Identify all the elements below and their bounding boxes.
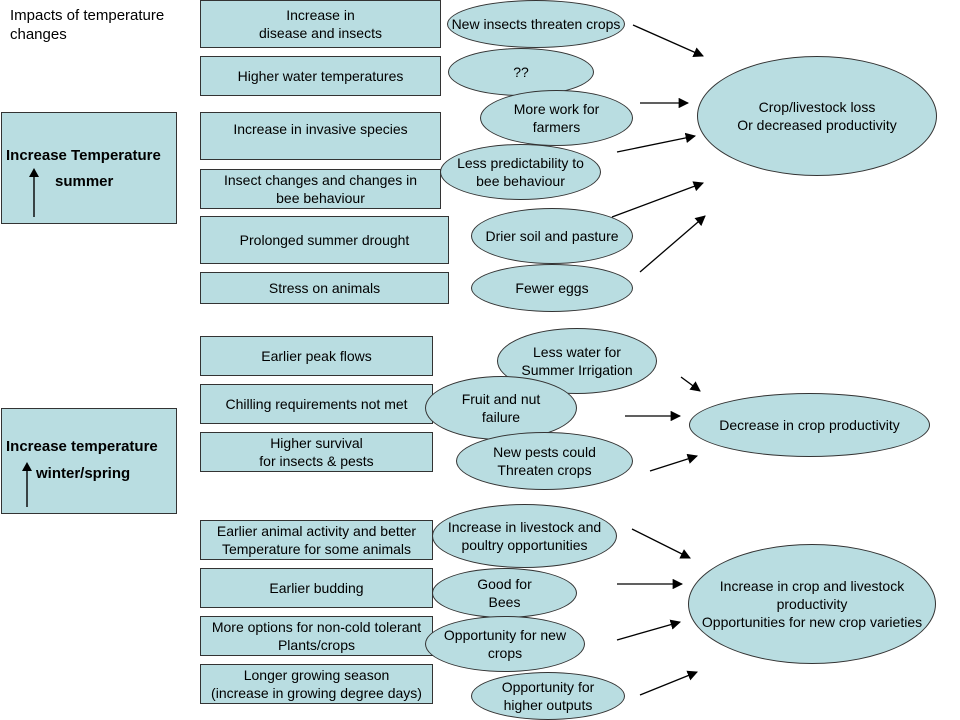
summer-driver-box: Increase Temperature summer	[1, 112, 177, 224]
consequence-new-crops: Opportunity for new crops	[425, 616, 585, 672]
winter-driver-box: Increase temperature winter/spring	[1, 408, 177, 514]
arrow	[680, 376, 701, 392]
impact-chilling: Chilling requirements not met	[200, 384, 433, 424]
impact-animal-stress: Stress on animals	[200, 272, 449, 304]
impact-animal-activity: Earlier animal activity and better Tempe…	[200, 520, 433, 560]
impact-summer-drought: Prolonged summer drought	[200, 216, 449, 264]
arrow	[639, 215, 706, 273]
outcome-increase-productivity: Increase in crop and livestock productiv…	[688, 544, 936, 664]
impact-more-options: More options for non-cold tolerant Plant…	[200, 616, 433, 656]
consequence-new-pests: New pests could Threaten crops	[456, 432, 633, 490]
arrow	[616, 619, 681, 641]
consequence-livestock-opportunities: Increase in livestock and poultry opport…	[432, 504, 617, 568]
winter-driver-season: winter/spring	[36, 465, 131, 482]
arrow	[611, 181, 704, 218]
diagram-title: Impacts of temperature changes	[10, 7, 165, 43]
impact-pest-survival: Higher survival for insects & pests	[200, 432, 433, 472]
impact-disease-insects: Increase in disease and insects	[200, 0, 441, 48]
impact-water-temperatures: Higher water temperatures	[200, 56, 441, 96]
impact-growing-season: Longer growing season (increase in growi…	[200, 664, 433, 704]
consequence-fruit-failure: Fruit and nut failure	[425, 376, 577, 440]
consequence-fewer-eggs: Fewer eggs	[471, 264, 633, 312]
up-arrow-icon	[29, 168, 39, 217]
arrow	[639, 670, 698, 696]
impact-peak-flows: Earlier peak flows	[200, 336, 433, 376]
summer-driver-title: Increase Temperature	[6, 147, 161, 164]
consequence-more-work: More work for farmers	[480, 90, 633, 146]
impact-invasive-species: Increase in invasive species	[200, 112, 441, 160]
arrow	[631, 528, 691, 559]
arrow	[616, 132, 697, 153]
consequence-unknown: ??	[448, 48, 594, 96]
consequence-higher-outputs: Opportunity for higher outputs	[471, 672, 625, 720]
up-arrow-icon	[22, 462, 32, 507]
arrow	[649, 453, 698, 472]
consequence-new-insects: New insects threaten crops	[447, 0, 625, 48]
summer-driver-season: summer	[55, 173, 114, 190]
impact-bee-behaviour: Insect changes and changes in bee behavi…	[200, 169, 441, 209]
consequence-good-for-bees: Good for Bees	[432, 568, 577, 618]
consequence-drier-soil: Drier soil and pasture	[471, 208, 633, 264]
winter-driver-title: Increase temperature	[6, 438, 158, 455]
outcome-decrease-productivity: Decrease in crop productivity	[689, 393, 930, 457]
outcome-crop-livestock-loss: Crop/livestock loss Or decreased product…	[697, 56, 937, 176]
impact-earlier-budding: Earlier budding	[200, 568, 433, 608]
arrow	[632, 24, 704, 57]
consequence-less-predictability: Less predictability to bee behaviour	[440, 144, 601, 200]
